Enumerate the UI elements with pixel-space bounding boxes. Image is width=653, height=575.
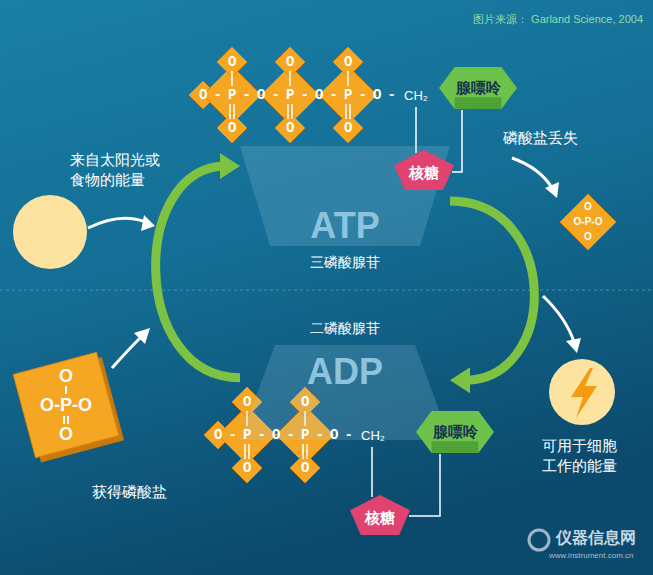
bond — [347, 71, 349, 86]
trapezoid-shape — [240, 345, 450, 440]
bond — [65, 386, 67, 394]
ribose-pentagon: 核糖 — [394, 150, 454, 190]
arrowhead — [450, 367, 470, 393]
link-line — [409, 454, 440, 516]
divider-line — [0, 290, 653, 291]
pentagon-shape — [394, 150, 454, 190]
energy-in-arrow — [88, 218, 146, 228]
link-line — [452, 110, 462, 172]
methylene-label: CH₂ — [361, 428, 385, 444]
phosphate-chain: O-P-O-P-O- — [214, 427, 359, 443]
bond — [229, 104, 231, 119]
adenine-hexagon: 腺嘌呤 — [439, 67, 517, 109]
arrowhead — [566, 338, 581, 353]
molecule-caption: 二磷酸腺苷 — [310, 318, 380, 338]
bond — [287, 104, 289, 119]
energy-circle — [549, 359, 615, 425]
phosphate-lost-label: 磷酸盐丢失 — [503, 128, 578, 148]
node-label: 核糖 — [409, 164, 439, 183]
bond — [302, 444, 304, 459]
node-label: 腺嘌呤 — [433, 423, 478, 442]
oxygen-label: O — [59, 366, 73, 386]
molecule-caption: 三磷酸腺苷 — [310, 252, 380, 272]
arc-line — [156, 166, 240, 378]
energy-in-label: 来自太阳光或食物的能量 — [70, 150, 166, 190]
oxygen-row: O O O — [199, 54, 359, 70]
bond — [291, 104, 293, 119]
arrowhead — [220, 153, 240, 179]
phosphate-face — [13, 352, 118, 457]
phosphate-out-arrow — [512, 158, 552, 188]
pentagon-shape — [350, 495, 410, 535]
watermark: 仪器信息网 — [556, 528, 636, 548]
arrowhead — [545, 182, 559, 198]
hexagon-shade — [455, 97, 502, 109]
phosphate-gain-label: 获得磷酸盐 — [92, 482, 167, 502]
bond — [306, 444, 308, 459]
arc-line — [450, 201, 534, 380]
bond — [63, 416, 65, 424]
adenine-hexagon: 腺嘌呤 — [416, 411, 494, 453]
sun-circle — [13, 195, 87, 269]
bond — [289, 71, 291, 86]
small-phosphate — [560, 194, 616, 250]
arrowhead — [134, 328, 150, 344]
energy-out-label: 可用于细胞工作的能量 — [542, 436, 620, 476]
oxygen-label: O — [584, 231, 592, 243]
bond — [345, 104, 347, 119]
bond — [349, 104, 351, 119]
cycle-arrow — [156, 153, 240, 378]
methylene-label: CH₂ — [404, 88, 428, 104]
phosphate-label: O-P-O — [574, 216, 603, 228]
hexagon-shape — [439, 67, 517, 109]
lightning-icon — [571, 368, 597, 418]
adp-trapezoid: 二磷酸腺苷 ADP — [240, 318, 450, 440]
node-label: 核糖 — [365, 509, 395, 528]
molecule-name: ATP — [310, 206, 379, 246]
bond — [233, 104, 235, 119]
bond — [231, 71, 233, 86]
oxygen-label: O — [584, 201, 592, 213]
oxygen-row: O O — [214, 460, 316, 476]
cycle-arrow — [450, 201, 534, 393]
oxygen-row: O O — [214, 394, 316, 410]
watermark-logo — [529, 530, 549, 550]
bond — [67, 416, 69, 424]
oxygen-row: O O O — [199, 120, 359, 136]
bond — [248, 444, 250, 459]
watermark-url: www.instrument.com.cn — [549, 551, 633, 561]
ribose-pentagon: 核糖 — [350, 495, 410, 535]
arrowhead — [141, 215, 155, 231]
molecule-name: ADP — [307, 352, 383, 392]
source-note: 图片来源： Garland Science, 2004 — [473, 12, 643, 26]
big-phosphate — [13, 351, 124, 463]
phosphate-in-arrow — [112, 336, 142, 368]
phosphate-chain: O-P-O-P-O-P-O- — [199, 87, 402, 103]
hexagon-shape — [416, 411, 494, 453]
node-label: 腺嘌呤 — [456, 79, 501, 98]
oxygen-label: O — [59, 424, 73, 444]
phosphate-label: O-P-O — [40, 395, 92, 415]
bond — [244, 444, 246, 459]
energy-out-arrow — [543, 296, 574, 342]
hexagon-shade — [432, 441, 479, 453]
link-line — [371, 447, 373, 497]
